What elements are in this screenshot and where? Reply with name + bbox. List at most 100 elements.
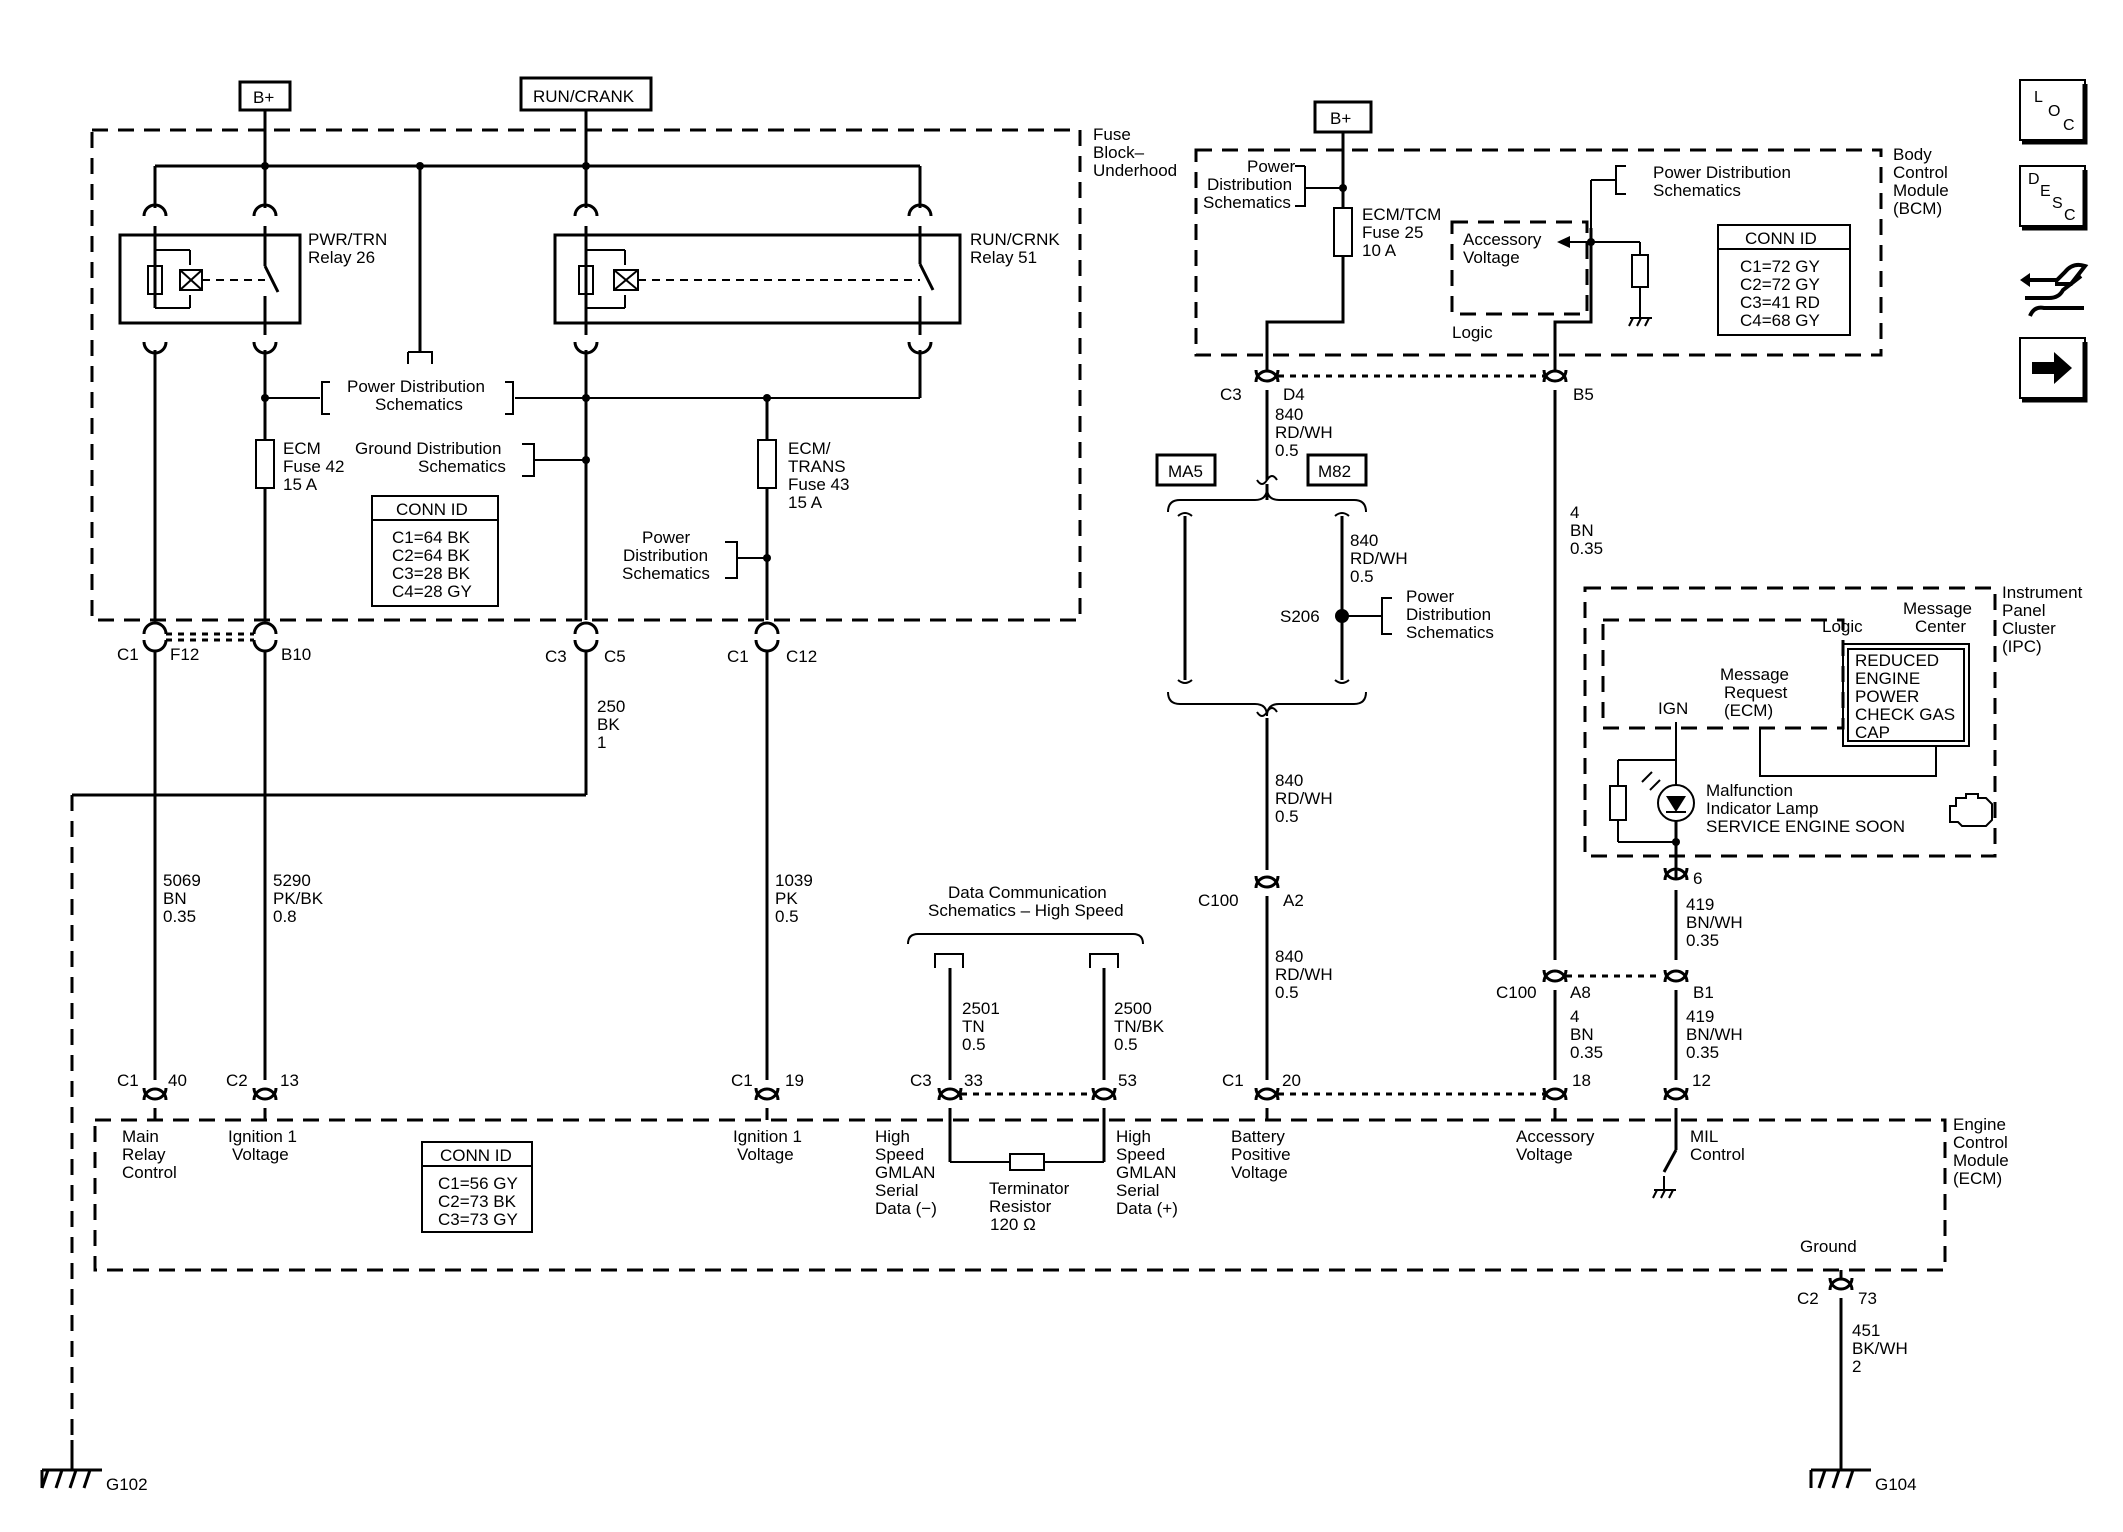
loc-letter: C <box>2063 117 2075 134</box>
wire-419b-color: BN/WH <box>1686 1025 1743 1044</box>
ecm-title-2: Control <box>1953 1133 2008 1152</box>
bcm-pds-left-1: Power <box>1247 157 1296 176</box>
ground-g104: C2 73 451 BK/WH 2 G104 <box>1797 1270 1917 1494</box>
b-plus-right-label: B+ <box>1330 109 1351 128</box>
conn-b5-label: B5 <box>1573 385 1594 404</box>
desc-letter: D <box>2028 171 2040 188</box>
ecm-pin-33: 33 <box>964 1071 983 1090</box>
wire-2500-color: TN/BK <box>1114 1017 1165 1036</box>
terminator-3: 120 Ω <box>990 1215 1036 1234</box>
conn-c3-bcm-label: C3 <box>1220 385 1242 404</box>
ecm-title-3: Module <box>1953 1151 2009 1170</box>
ecm-pin-13: 13 <box>280 1071 299 1090</box>
ecm-accessory-2: Voltage <box>1516 1145 1573 1164</box>
ecm-c2-73-label: C2 <box>1797 1289 1819 1308</box>
ipc-title-2: Panel <box>2002 601 2045 620</box>
wire-5069-color: BN <box>163 889 187 908</box>
splice-ref-3: Schematics <box>1406 623 1494 642</box>
ecm-conn-title: CONN ID <box>440 1146 512 1165</box>
conn-6-label: 6 <box>1693 869 1702 888</box>
fuse43-label-1: ECM/ <box>788 439 831 458</box>
wire-2501-gauge: 0.5 <box>962 1035 986 1054</box>
ecm-mil-control-2: Control <box>1690 1145 1745 1164</box>
splice-ref-2: Distribution <box>1406 605 1491 624</box>
loc-letter: O <box>2048 103 2060 120</box>
bcm-conn-row: C2=72 GY <box>1740 275 1820 294</box>
b-plus-right-source <box>1313 100 1373 134</box>
fuse42-label-2: Fuse 42 <box>283 457 344 476</box>
ecm-c3-33-label: C3 <box>910 1071 932 1090</box>
ecm-battery-2: Positive <box>1231 1145 1291 1164</box>
fuse-block-title-1: Fuse <box>1093 125 1131 144</box>
ecm-conn-row: C2=73 BK <box>438 1192 517 1211</box>
conn-m82 <box>1306 453 1368 487</box>
wire-840a-label: 840 <box>1275 405 1303 424</box>
wire-451-label: 451 <box>1852 1321 1880 1340</box>
wiring-routing-icon[interactable] <box>2020 262 2089 317</box>
wire-2500-gauge: 0.5 <box>1114 1035 1138 1054</box>
bcm-logic-box <box>1450 220 1589 316</box>
gds-ref-2: Schematics <box>418 457 506 476</box>
location-button[interactable]: L O C <box>2019 79 2088 145</box>
gmlan-pos-5: Data (+) <box>1116 1199 1178 1218</box>
wire-840a-gauge: 0.5 <box>1275 441 1299 460</box>
wire-4b-gauge: 0.35 <box>1570 1043 1603 1062</box>
mil-label-2: Indicator Lamp <box>1706 799 1818 818</box>
fuse25-label-3: 10 A <box>1362 241 1397 260</box>
terminator-2: Resistor <box>989 1197 1052 1216</box>
wire-2501-label: 2501 <box>962 999 1000 1018</box>
bcm-pds-left-3: Schematics <box>1203 193 1291 212</box>
ecm-c1-20-label: C1 <box>1222 1071 1244 1090</box>
ipc-message-display <box>1842 643 1970 747</box>
conn-c100-a8-label: C100 <box>1496 983 1537 1002</box>
ipc-msg-request-2: Request <box>1724 683 1788 702</box>
description-button[interactable]: D E S C <box>2019 165 2088 231</box>
ecm-pin-connectors: C1 40 C2 13 C1 19 C3 33 53 C1 20 18 12 <box>117 1071 1711 1101</box>
conn-c1b-label: C1 <box>727 647 749 666</box>
ecm-conn-id-table: CONN ID C1=56 GY C2=73 BK C3=73 GY <box>421 1141 533 1233</box>
bcm-conn-title: CONN ID <box>1745 229 1817 248</box>
conn-ma5-label: MA5 <box>1168 462 1203 481</box>
gmlan-pos-3: GMLAN <box>1116 1163 1176 1182</box>
wire-250-label: 250 <box>597 697 625 716</box>
relay51-label-1: RUN/CRNK <box>970 230 1060 249</box>
wire-419: 6 419 BN/WH 0.35 B1 419 BN/WH 0.35 <box>1663 867 1743 1080</box>
ecm-ign1-left-2: Voltage <box>232 1145 289 1164</box>
splice-ref-1: Power <box>1406 587 1455 606</box>
gmlan-neg-2: Speed <box>875 1145 924 1164</box>
bcm-title-4: (BCM) <box>1893 199 1942 218</box>
fuse-pds-ref-1: Power Distribution <box>347 377 485 396</box>
ecm-battery-1: Battery <box>1231 1127 1285 1146</box>
terminator-resistor <box>1009 1153 1045 1171</box>
wire-5069-label: 5069 <box>163 871 201 890</box>
wire-840b-color: RD/WH <box>1350 549 1408 568</box>
fuse-43 <box>757 439 777 489</box>
conn-f12-label: F12 <box>170 645 199 664</box>
gmlan-pos-4: Serial <box>1116 1181 1159 1200</box>
ecm-accessory-1: Accessory <box>1516 1127 1595 1146</box>
ecm-mil-control-1: MIL <box>1690 1127 1718 1146</box>
pds-ref2-3: Schematics <box>622 564 710 583</box>
g104-label: G104 <box>1875 1475 1917 1494</box>
wire-2501-color: TN <box>962 1017 985 1036</box>
fuse42-label-3: 15 A <box>283 475 318 494</box>
right-arrow-icon[interactable] <box>2019 337 2088 403</box>
ipc-display-line: CHECK GAS <box>1855 705 1955 724</box>
fuse-conn-row: C2=64 BK <box>392 546 471 565</box>
ipc-display-line: POWER <box>1855 687 1919 706</box>
conn-b10-label: B10 <box>281 645 311 664</box>
conn-c5-label: C5 <box>604 647 626 666</box>
instrument-panel-cluster: Instrument Panel Cluster (IPC) Message C… <box>1583 583 2083 880</box>
wire-840c-color: RD/WH <box>1275 789 1333 808</box>
fuse43-label-2: TRANS <box>788 457 846 476</box>
wire-840d-color: RD/WH <box>1275 965 1333 984</box>
ecm-pin-73: 73 <box>1858 1289 1877 1308</box>
fuse43-label-4: 15 A <box>788 493 823 512</box>
fuse25-label-1: ECM/TCM <box>1362 205 1441 224</box>
mil-label-3: SERVICE ENGINE SOON <box>1706 817 1905 836</box>
b-plus-left-label: B+ <box>253 88 274 107</box>
bcm-acc-voltage-2: Voltage <box>1463 248 1520 267</box>
fuse-block-conn-id-table: CONN ID C1=64 BK C2=64 BK C3=28 BK C4=28… <box>371 495 499 607</box>
desc-letter: S <box>2052 195 2063 212</box>
ipc-msg-request-1: Message <box>1720 665 1789 684</box>
